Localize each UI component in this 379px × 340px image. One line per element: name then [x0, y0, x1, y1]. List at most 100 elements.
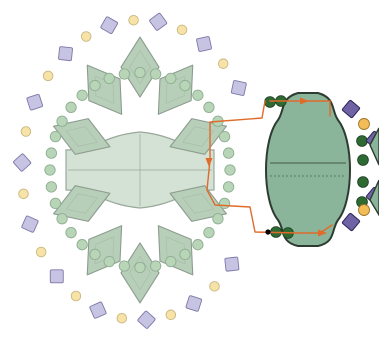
petal-bead-body — [169, 118, 228, 155]
cube-bead-purple-body — [21, 215, 39, 233]
cube-bead-purple — [58, 46, 73, 62]
thread-end-dot — [265, 229, 271, 235]
seed-bead-green — [89, 79, 101, 92]
seed-bead-yellow — [116, 312, 128, 324]
seed-bead-green — [103, 72, 115, 85]
petal-bead-partial — [369, 127, 379, 166]
active-center-bead — [265, 92, 351, 247]
cube-bead-blue-body — [341, 99, 361, 119]
seed-bead-orange — [358, 204, 370, 216]
needle-arrow — [318, 229, 327, 237]
cube-bead-purple-body — [185, 295, 203, 312]
petal-bead — [169, 118, 228, 155]
seed-bead-green — [134, 66, 146, 79]
petal-bead-inner — [94, 236, 115, 265]
needle-arrow — [300, 97, 309, 105]
seed-bead-green — [56, 213, 68, 225]
petal-bead-inner — [129, 49, 151, 85]
cube-bead-purple-body — [89, 301, 107, 319]
seed-bead-yellow — [209, 281, 220, 292]
seed-bead-green — [45, 147, 58, 159]
seed-bead-green — [45, 181, 58, 193]
cube-bead-purple — [149, 12, 168, 31]
seed-bead-green — [203, 101, 215, 113]
cube-bead-purple-body — [58, 46, 73, 62]
seed-bead-orange — [358, 118, 370, 130]
petal-bead-partial — [369, 179, 379, 217]
needle-arrow-head — [300, 97, 309, 105]
seed-bead-green — [65, 227, 77, 239]
cube-bead-purple — [185, 295, 203, 312]
seed-bead-yellow — [128, 14, 139, 26]
seed-bead-green — [165, 72, 177, 85]
seed-bead-green — [49, 197, 62, 209]
petal-bead-inner — [65, 193, 98, 214]
petal-bead-inner — [94, 75, 115, 104]
cube-bead-purple-body — [137, 310, 156, 329]
seed-bead-yellow — [42, 70, 54, 82]
cube-bead-purple — [49, 269, 64, 284]
seed-bead-yellow — [35, 246, 47, 258]
petal-bead-body — [52, 185, 111, 222]
cube-bead-purple-body — [230, 80, 247, 96]
cube-bead-purple-body — [149, 12, 168, 31]
seed-bead-green — [134, 261, 146, 274]
seed-bead-dark-green — [357, 154, 369, 166]
seed-bead-green — [76, 239, 88, 251]
cube-bead-purple — [224, 256, 240, 272]
seed-bead-green — [149, 68, 162, 80]
needle-arrow-head — [318, 229, 327, 237]
seed-bead-yellow — [80, 31, 92, 42]
seed-bead-green — [179, 79, 191, 92]
needle-arrow-head — [205, 158, 213, 167]
needle-arrow — [205, 158, 213, 167]
petal-bead — [169, 185, 228, 222]
cube-bead-purple — [13, 153, 32, 172]
seed-bead-yellow — [176, 24, 188, 36]
seed-bead-green — [149, 260, 162, 272]
cube-bead-purple — [21, 215, 39, 233]
seed-bead-yellow — [18, 188, 29, 200]
petal-bead-body — [169, 185, 228, 222]
current-step-component — [264, 92, 379, 247]
seed-bead-yellow — [70, 290, 82, 302]
cube-bead-purple — [137, 310, 156, 329]
cube-bead-purple — [89, 301, 107, 319]
petal-bead-inner — [65, 126, 98, 147]
seed-bead-green — [103, 255, 115, 268]
seed-bead-green — [118, 260, 131, 272]
seed-bead-green — [65, 101, 77, 113]
cube-bead-purple-body — [100, 16, 118, 34]
cube-bead-blue-body — [341, 212, 361, 232]
seed-bead-green — [224, 164, 236, 176]
seed-bead-yellow — [165, 309, 177, 321]
seed-bead-green — [76, 89, 88, 101]
seed-bead-green — [49, 131, 62, 143]
cube-bead-purple-body — [26, 93, 43, 111]
seed-bead-green — [192, 89, 204, 101]
thread-path — [205, 97, 333, 237]
petal-bead-inner — [165, 75, 186, 104]
seed-bead-green — [56, 115, 68, 127]
cube-bead-purple-body — [196, 36, 212, 52]
cube-bead-purple-body — [224, 256, 240, 272]
seed-bead-dark-green — [264, 96, 276, 108]
seed-bead-green — [203, 227, 215, 239]
petal-bead — [52, 118, 111, 155]
seed-bead-green — [222, 181, 235, 193]
seed-bead-dark-green — [356, 135, 368, 147]
seed-bead-green — [218, 197, 231, 209]
cube-bead-purple — [230, 80, 247, 96]
thread-line — [206, 100, 333, 234]
cube-bead-purple-body — [13, 153, 32, 172]
completed-flower-component — [13, 12, 247, 329]
seed-bead-green — [44, 164, 56, 176]
cube-bead-purple — [26, 93, 43, 111]
seed-bead-yellow — [20, 126, 32, 137]
cube-bead-purple-body — [49, 269, 64, 284]
petal-bead — [52, 185, 111, 222]
seed-bead-green — [89, 248, 101, 261]
seed-bead-green — [222, 147, 235, 159]
